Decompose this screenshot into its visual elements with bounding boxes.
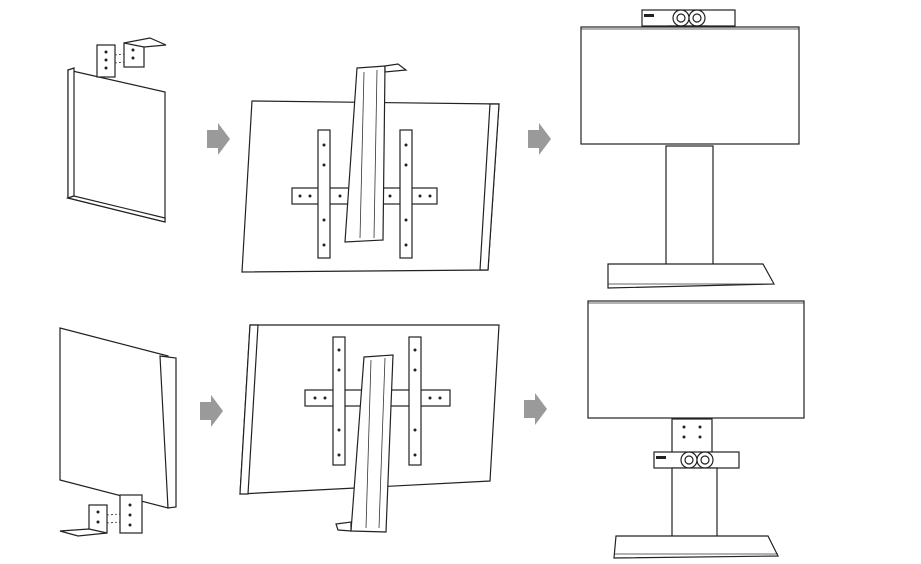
arrow-right-icon: [524, 393, 547, 425]
bottom-step3-bracket: [671, 418, 713, 454]
top-step1-panel: [65, 67, 166, 223]
arrow-right-icon: [200, 395, 223, 427]
top-step3-camera: [641, 9, 736, 30]
bottom-step2-mount: [304, 336, 451, 533]
top-step3-stand: [607, 145, 776, 289]
bottom-step3-tv: [587, 300, 805, 419]
bottom-step1-panel: [59, 327, 177, 509]
arrow-right-icon: [528, 123, 551, 155]
top-step1-bracket: [96, 37, 167, 78]
top-step2-mount: [291, 63, 438, 259]
arrow-right-icon: [207, 123, 230, 155]
bottom-step3-camera: [653, 451, 740, 469]
bottom-step1-bracket: [59, 494, 143, 537]
top-step3-tv: [580, 26, 800, 145]
bottom-step3-stand: [613, 467, 779, 559]
